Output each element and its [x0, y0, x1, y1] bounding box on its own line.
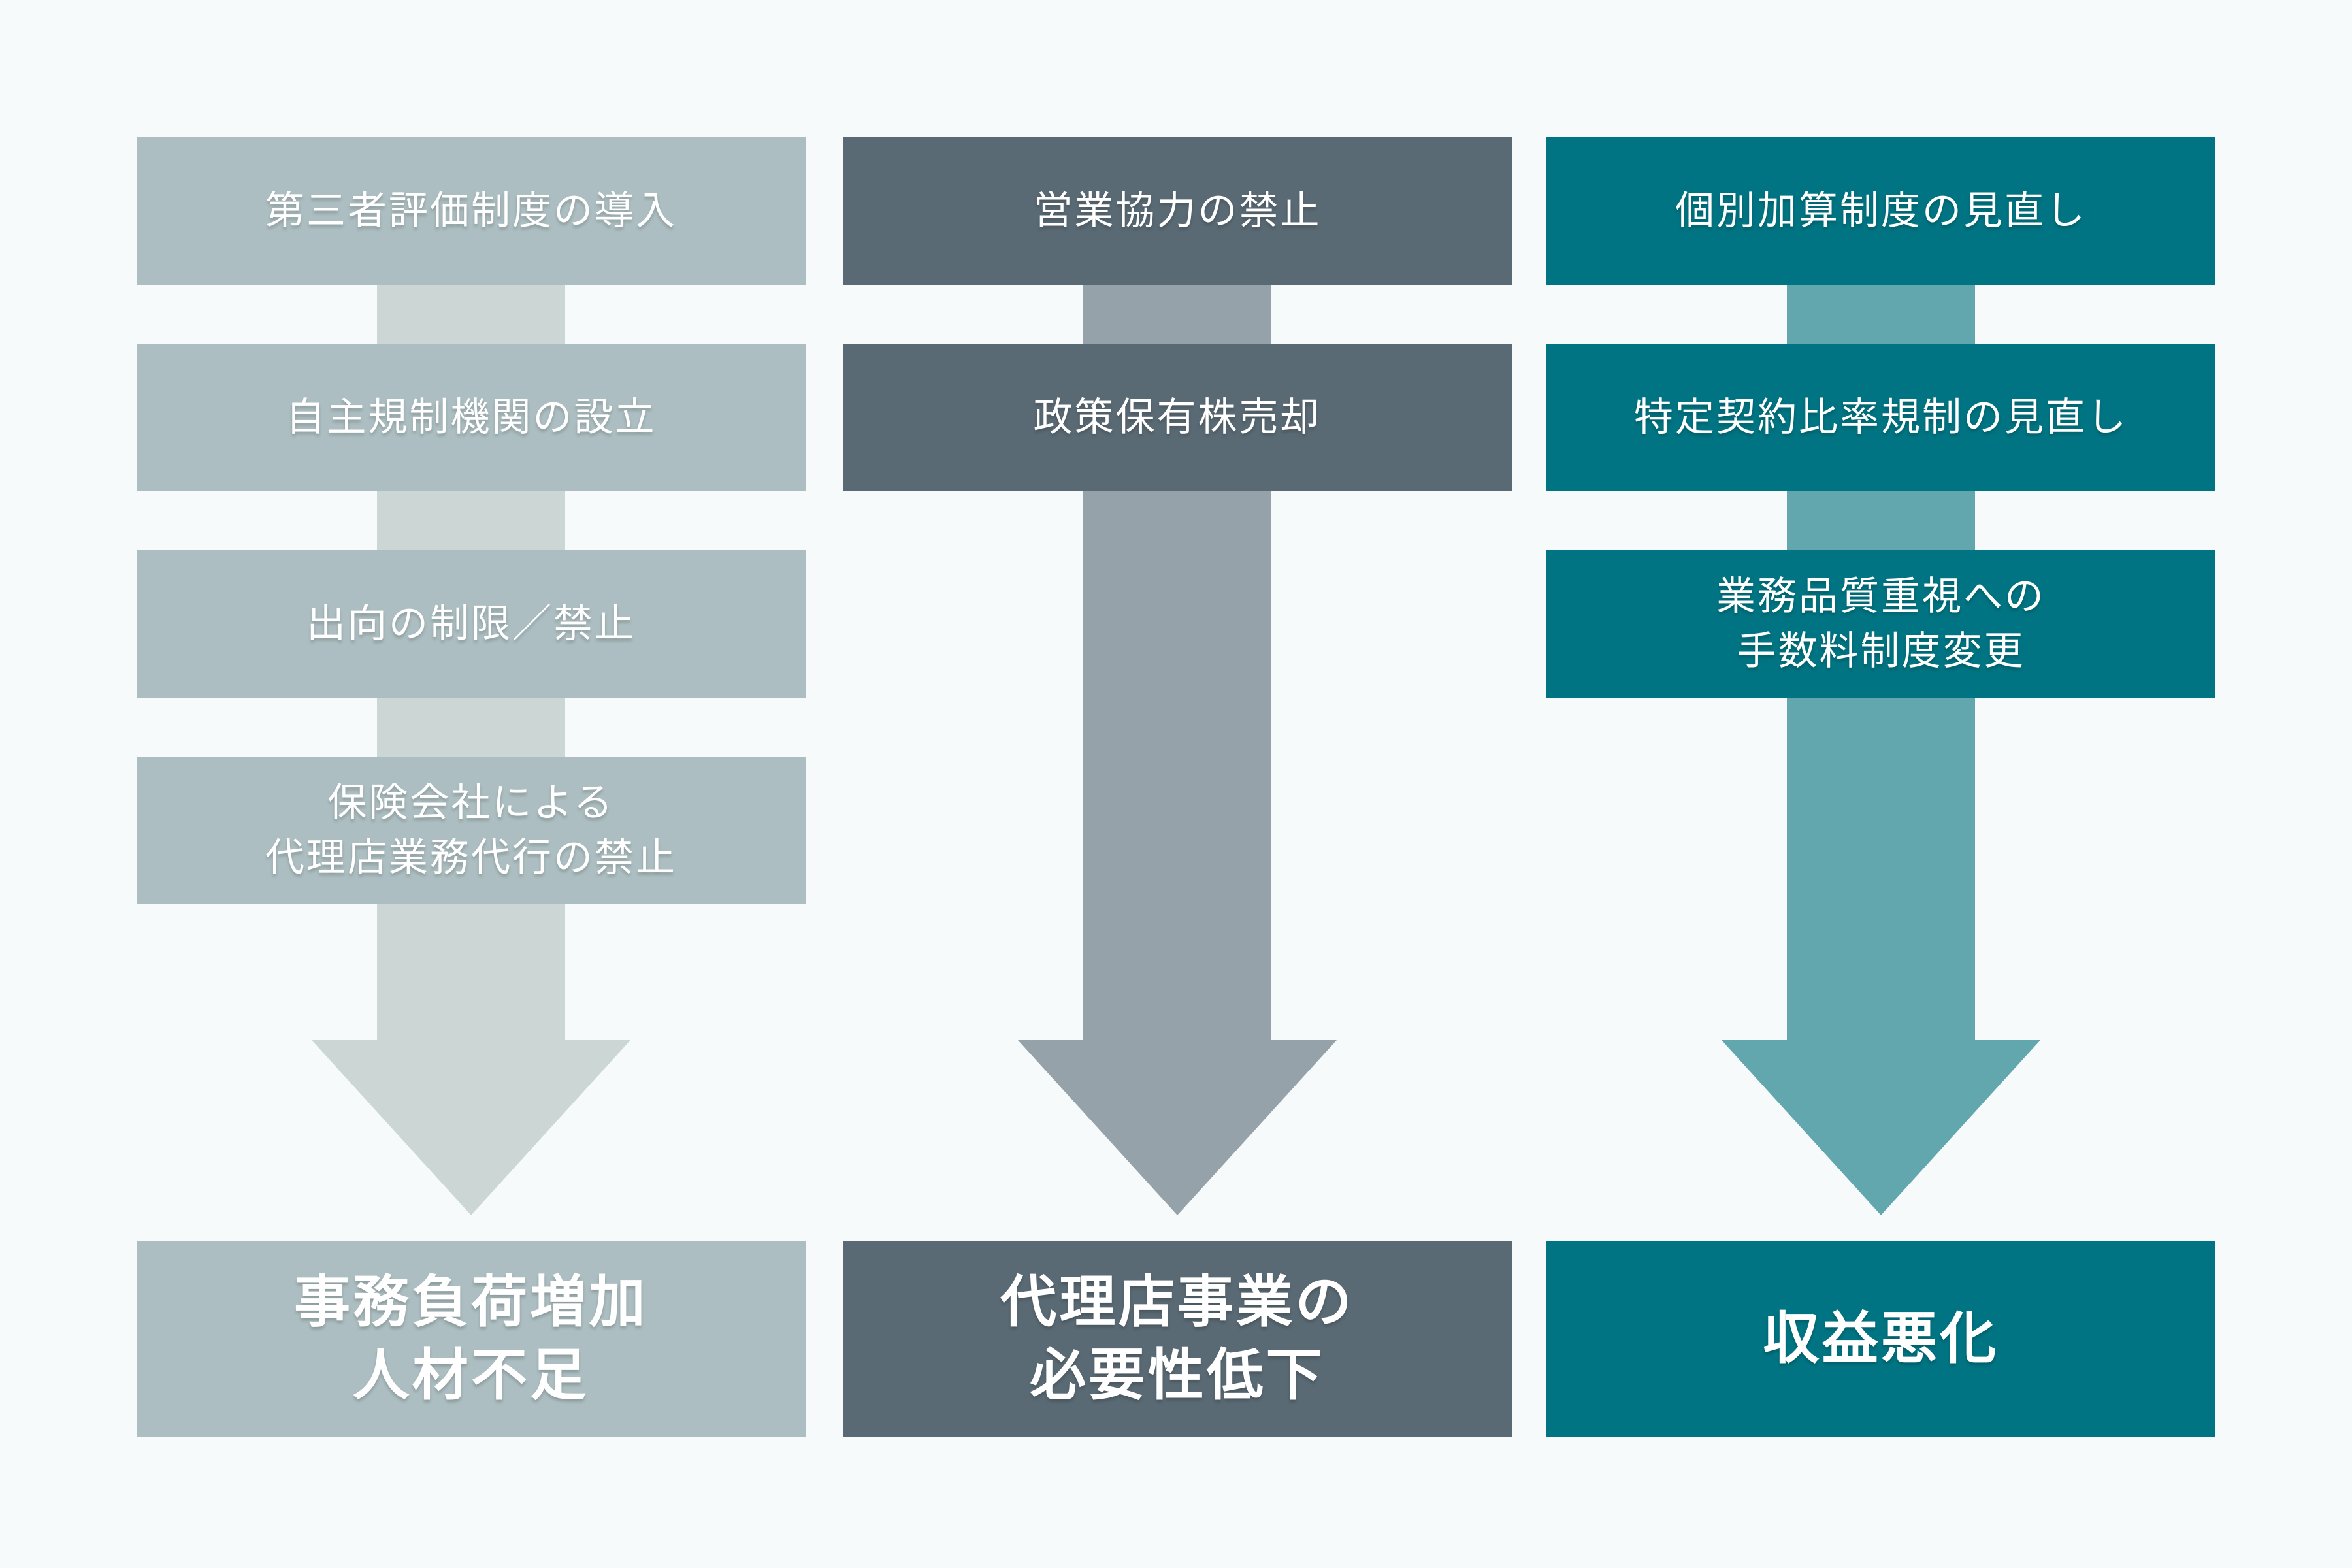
- cause-box: 営業協力の禁止: [843, 137, 1512, 285]
- outcome-box: 代理店事業の 必要性低下: [843, 1241, 1512, 1437]
- outcome-box: 事務負荷増加 人材不足: [137, 1241, 806, 1437]
- column-left: 第三者評価制度の導入 自主規制機関の設立 出向の制限／禁止 保険会社による 代理…: [137, 0, 806, 1568]
- cause-box: 特定契約比率規制の見直し: [1546, 344, 2215, 491]
- cause-box: 政策保有株売却: [843, 344, 1512, 491]
- cause-box: 保険会社による 代理店業務代行の禁止: [137, 757, 806, 904]
- outcome-box: 収益悪化: [1546, 1241, 2215, 1437]
- cause-box: 第三者評価制度の導入: [137, 137, 806, 285]
- column-right: 個別加算制度の見直し 特定契約比率規制の見直し 業務品質重視への 手数料制度変更…: [1546, 0, 2215, 1568]
- cause-box: 自主規制機関の設立: [137, 344, 806, 491]
- column-middle: 営業協力の禁止 政策保有株売却 代理店事業の 必要性低下: [843, 0, 1512, 1568]
- cause-box: 出向の制限／禁止: [137, 550, 806, 698]
- cause-box: 業務品質重視への 手数料制度変更: [1546, 550, 2215, 698]
- cause-box: 個別加算制度の見直し: [1546, 137, 2215, 285]
